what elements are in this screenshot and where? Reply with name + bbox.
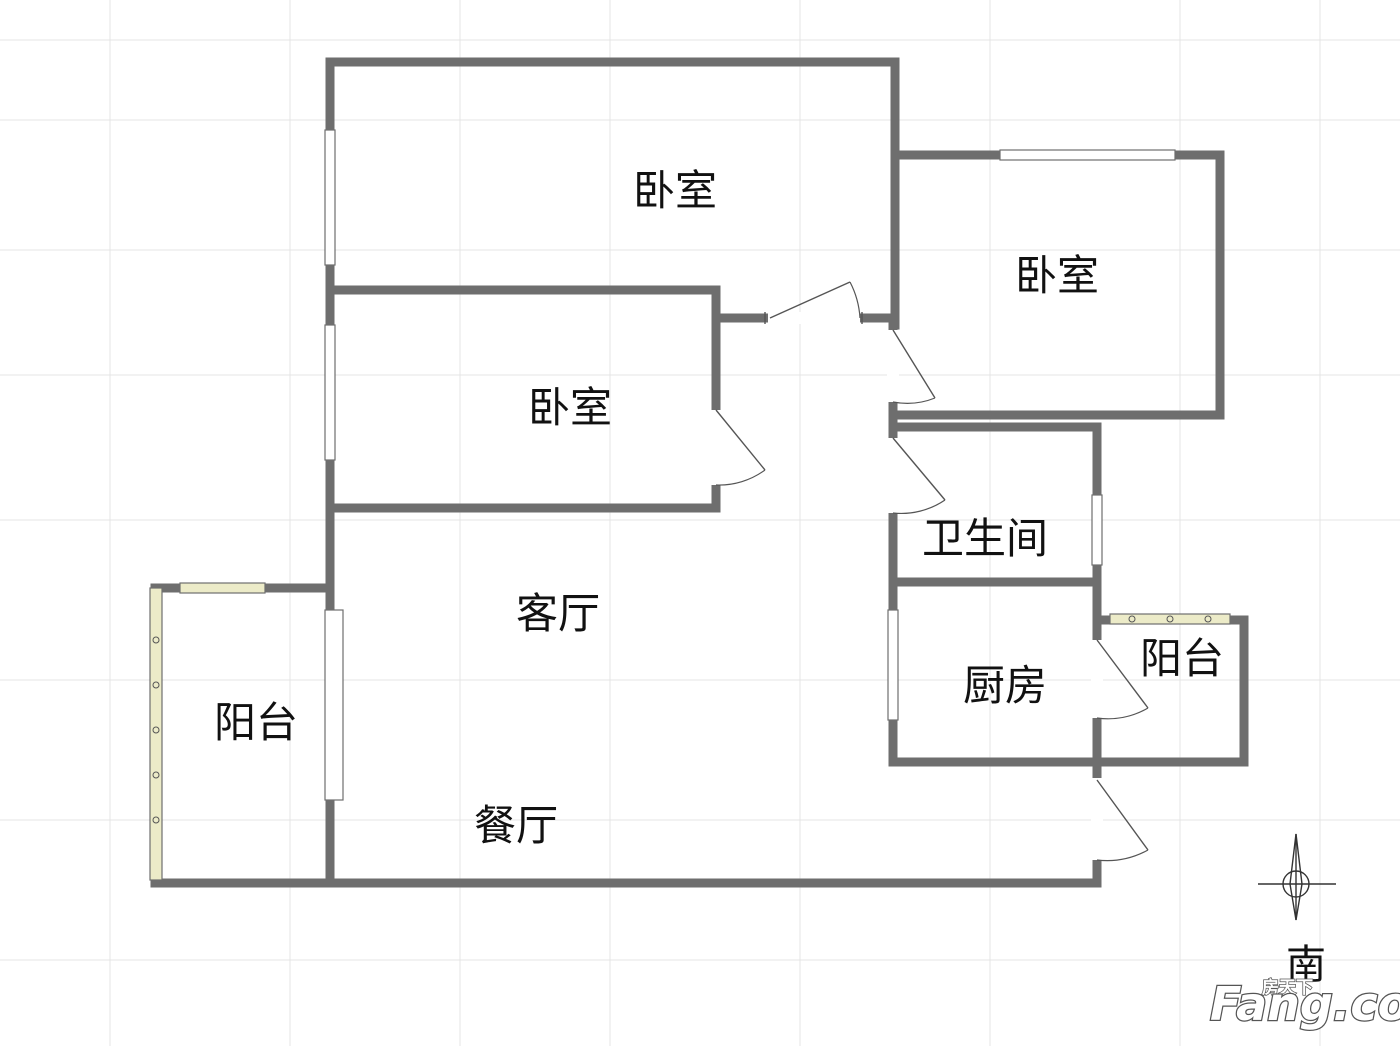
railing-post [1204, 615, 1212, 623]
room-label-balcony-left: 阳台 [214, 698, 298, 747]
windows [324, 129, 1176, 801]
room-label-bedroom-right: 卧室 [1015, 251, 1099, 300]
door-bathroom [892, 437, 946, 515]
railing-post [1128, 615, 1136, 623]
railing-post [152, 681, 160, 689]
door-right-bedroom [892, 329, 936, 404]
window-living-balcony [324, 609, 344, 801]
door-top-bedroom [764, 281, 863, 324]
door-entrance [1096, 779, 1149, 862]
watermark-logo: 房天下 Fang.com [1209, 976, 1400, 1033]
railing-left-balcony-top [179, 582, 266, 594]
railing-post [1166, 615, 1174, 623]
doors [710, 281, 1149, 862]
room-label-bedroom-middle: 卧室 [528, 383, 612, 432]
railing-post [152, 816, 160, 824]
railings [149, 582, 1231, 881]
compass-icon [1258, 833, 1336, 921]
room-label-kitchen: 厨房 [963, 661, 1047, 710]
room-label-living-room: 客厅 [516, 589, 600, 638]
window-kitchen [887, 609, 899, 721]
window-bathroom [1091, 494, 1103, 566]
watermark-brand: Fang.com [1210, 977, 1400, 1031]
window-right-bedroom [999, 149, 1176, 161]
wall-middle-bedroom [325, 285, 721, 513]
door-middle-bedroom [715, 409, 766, 486]
window-top-bedroom [324, 129, 336, 266]
room-labels: 卧室 卧室 卧室 卫生间 客厅 厨房 阳台 阳台 餐厅 [214, 166, 1224, 850]
wall-top-bedroom [325, 57, 900, 330]
room-label-balcony-right: 阳台 [1140, 634, 1224, 683]
room-label-bathroom: 卫生间 [922, 514, 1048, 563]
compass-direction-label: 南 [1286, 942, 1326, 988]
room-label-dining-room: 餐厅 [474, 801, 558, 850]
railing-post [152, 636, 160, 644]
door-right-balcony [1096, 639, 1149, 720]
room-label-bedroom-top: 卧室 [633, 166, 717, 215]
watermark-brand-cn: 房天下 [1262, 977, 1313, 998]
window-middle-bedroom [324, 324, 336, 461]
railing-post [152, 726, 160, 734]
railing-post [152, 771, 160, 779]
railing-left-balcony [149, 587, 163, 881]
